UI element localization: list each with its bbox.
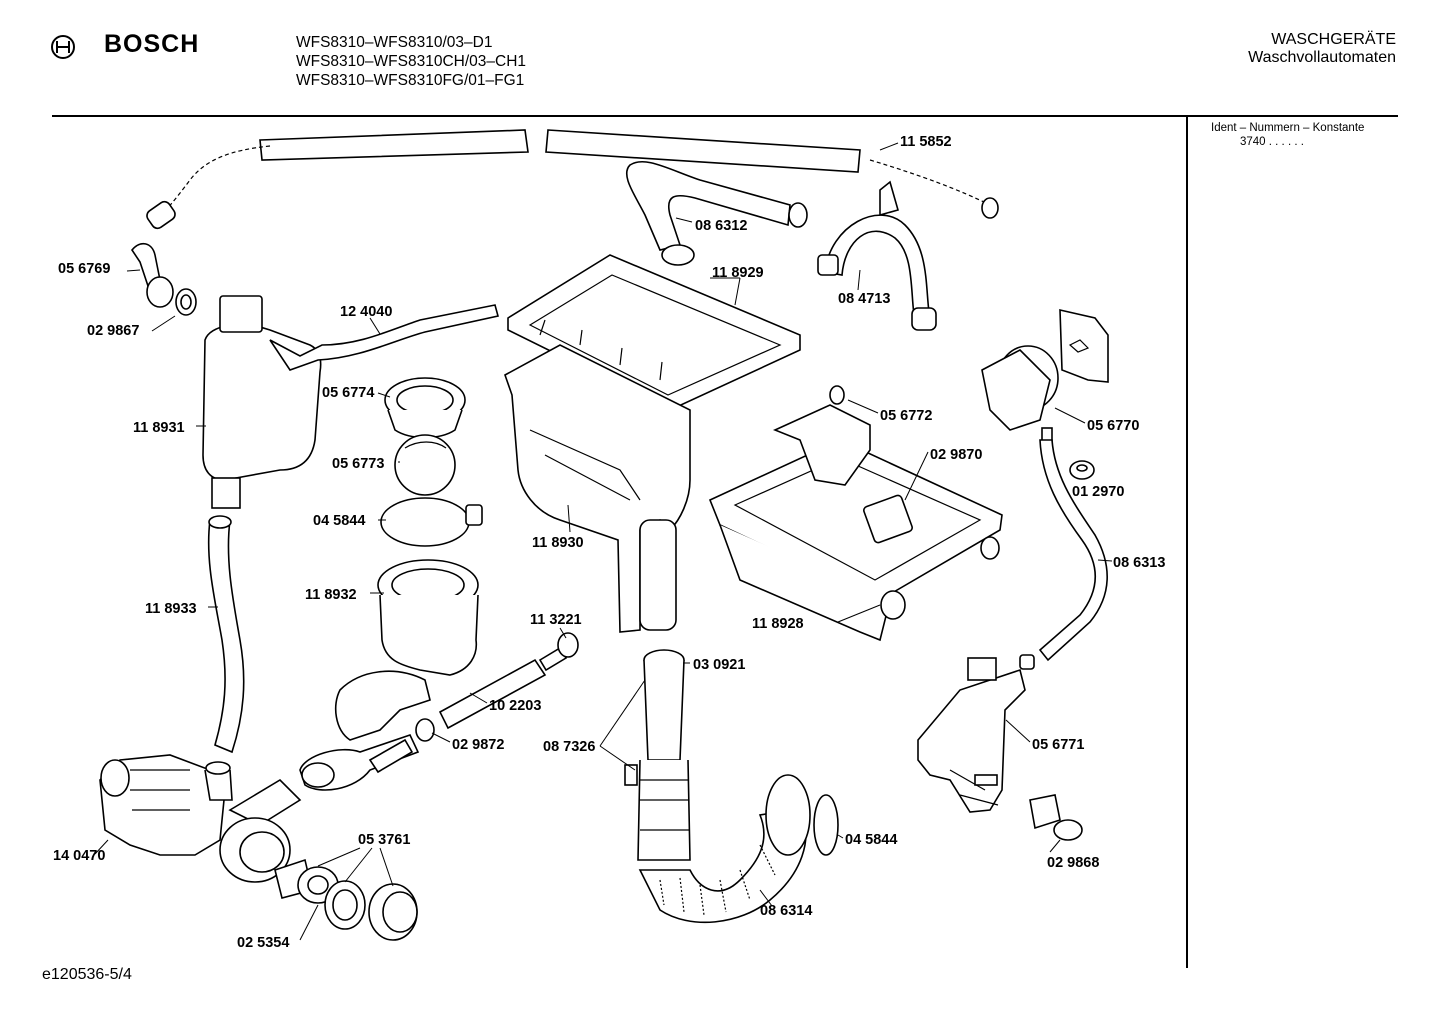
drain-hose-118933: [207, 519, 245, 754]
part-label: 08 6313: [1113, 555, 1165, 571]
small-ring: [1069, 460, 1095, 480]
part-label: 14 0470: [53, 848, 105, 864]
bosch-armature-icon: [51, 35, 75, 59]
model-line-2: WFS8310–WFS8310CH/03–CH1: [296, 53, 527, 70]
drain-pump: [99, 754, 302, 883]
part-label: 12 4040: [340, 304, 392, 320]
category-block: WASCHGERÄTE Waschvollautomaten: [1248, 31, 1396, 67]
mounting-bracket: [917, 657, 1026, 813]
air-trap-chamber: [202, 295, 499, 509]
drawing-code: e120536-5/4: [42, 966, 132, 983]
hose-clamp: [817, 180, 937, 331]
leader-lines: [94, 142, 1113, 941]
model-line-3: WFS8310–WFS8310FG/01–FG1: [296, 72, 525, 89]
drawer-housing: [504, 344, 691, 633]
part-label: 02 9867: [87, 323, 139, 339]
part-label: 11 8931: [133, 420, 185, 436]
part-label: 05 6772: [880, 408, 932, 424]
part-label: 11 8930: [532, 535, 584, 551]
part-label: 05 6770: [1087, 418, 1139, 434]
part-label: 05 3761: [358, 832, 410, 848]
part-label: 03 0921: [693, 657, 745, 673]
part-label: 05 6769: [58, 261, 110, 277]
part-label: 05 6773: [332, 456, 384, 472]
brand-name: BOSCH: [104, 30, 200, 58]
part-label: 11 8928: [752, 616, 804, 632]
part-label: 11 5852: [900, 134, 952, 150]
part-label: 11 8933: [145, 601, 197, 617]
drawings: [99, 129, 1109, 941]
ident-title: Ident – Nummern – Konstante: [1211, 122, 1365, 134]
pressure-hose: [1038, 439, 1108, 662]
model-line-1: WFS8310–WFS8310/03–D1: [296, 34, 493, 51]
pump-cap-parts: [274, 858, 418, 941]
standpipe: [624, 649, 691, 861]
ident-value: 3740 . . . . . .: [1240, 136, 1304, 148]
level-sensor-tube: [368, 632, 579, 774]
part-label: 08 6312: [695, 218, 747, 234]
small-valve: [1029, 794, 1083, 841]
part-label: 04 5844: [845, 832, 897, 848]
ident-block: Ident – Nummern – Konstante 3740 . . . .…: [1211, 121, 1364, 149]
part-label: 04 5844: [313, 513, 365, 529]
part-label: 11 3221: [530, 612, 582, 628]
part-label: 05 6771: [1032, 737, 1084, 753]
part-label: 08 7326: [543, 739, 595, 755]
bent-hose: [625, 160, 808, 266]
part-label: 02 9870: [930, 447, 982, 463]
part-label: 01 2970: [1072, 484, 1124, 500]
detergent-drawer-tray: [708, 385, 1003, 642]
inlet-hose: [146, 129, 999, 230]
part-label: 10 2203: [489, 698, 541, 714]
elbow-and-seal: [131, 242, 197, 316]
category-title: WASCHGERÄTE: [1271, 31, 1396, 48]
corrugated-hose: [638, 774, 839, 924]
model-list: WFS8310–WFS8310/03–D1 WFS8310–WFS8310CH/…: [296, 33, 526, 90]
part-label: 02 5354: [237, 935, 289, 951]
part-label: 11 8929: [712, 265, 764, 281]
part-label: 02 9868: [1047, 855, 1099, 871]
bosch-logo: BOSCH: [48, 30, 248, 64]
part-labels: 11 5852 08 6312 11 8929 08 4713 05 6769 …: [53, 134, 1165, 951]
part-label: 08 6314: [760, 903, 812, 919]
part-label: 08 4713: [838, 291, 890, 307]
part-label: 02 9872: [452, 737, 504, 753]
pressure-switch: [981, 308, 1109, 445]
part-label: 05 6774: [322, 385, 374, 401]
detergent-drawer-lid: [507, 254, 801, 411]
part-label: 11 8932: [305, 587, 357, 603]
ball-valve-parts: [380, 377, 483, 547]
category-subtitle: Waschvollautomaten: [1248, 49, 1396, 66]
